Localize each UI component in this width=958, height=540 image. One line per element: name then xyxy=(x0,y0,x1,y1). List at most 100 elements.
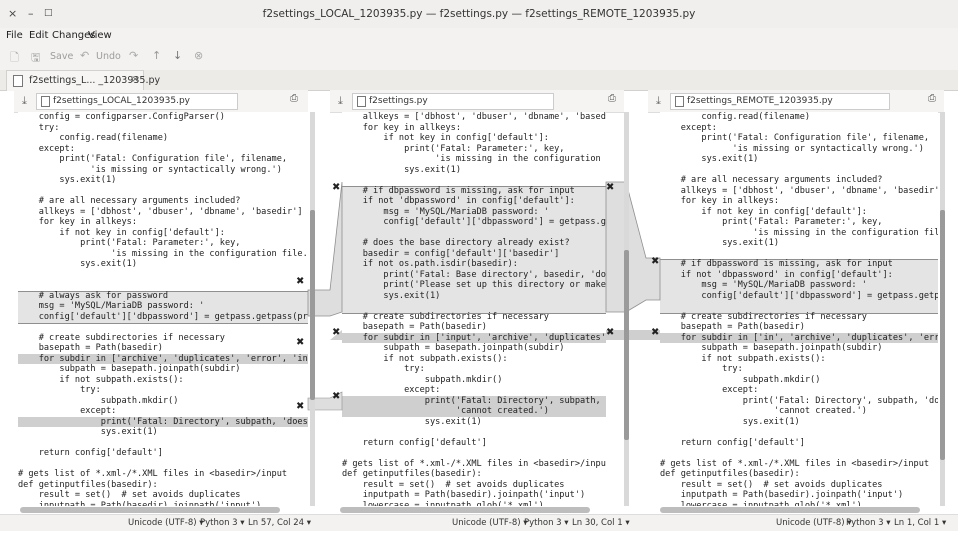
code-line[interactable]: except: xyxy=(660,122,717,133)
code-line[interactable]: if not subpath.exists(): xyxy=(342,353,508,364)
save-file-icon[interactable]: ⎙ xyxy=(608,93,616,104)
save-icon[interactable]: 🖫 xyxy=(31,51,41,64)
cursor-position[interactable]: Ln 1, Col 1 ▾ xyxy=(894,518,947,528)
code-line[interactable]: subpath.mkdir() xyxy=(18,395,179,406)
code-line[interactable]: print('Fatal: Directory', subpath, 'does… xyxy=(18,416,308,427)
cursor-position[interactable]: Ln 57, Col 24 ▾ xyxy=(248,518,312,528)
code-line[interactable]: result = set() # set avoids duplicates xyxy=(660,479,883,490)
encoding-selector[interactable]: Unicode (UTF-8) ▾ xyxy=(452,518,528,528)
code-line[interactable]: if not 'dbpassword' in config['default']… xyxy=(342,196,575,206)
new-comparison-icon[interactable]: 🗋 xyxy=(10,51,19,64)
encoding-selector[interactable]: Unicode (UTF-8) ▾ xyxy=(776,518,852,528)
code-line[interactable]: for key in allkeys: xyxy=(342,122,461,133)
code-line[interactable]: for subdir in ['in', 'archive', 'duplica… xyxy=(680,332,938,343)
code-line[interactable]: sys.exit(1) xyxy=(18,259,137,269)
code-line[interactable]: def getinputfiles(basedir): xyxy=(18,479,158,490)
code-line[interactable]: if not 'dbpassword' in config['default']… xyxy=(660,269,893,280)
code-line[interactable]: for key in allkeys: xyxy=(660,196,779,206)
code-line[interactable]: inputpath = Path(basedir).joinpath('inpu… xyxy=(18,500,262,507)
code-pane-base[interactable]: allkeys = ['dbhost', 'dbuser', 'dbname',… xyxy=(342,112,606,506)
code-line[interactable]: try: xyxy=(18,122,60,133)
code-line[interactable]: 'is missing in the configuration file.') xyxy=(18,248,308,259)
language-selector[interactable]: Python 3 ▾ xyxy=(524,518,569,528)
code-line[interactable]: # are all necessary arguments included? xyxy=(18,196,241,206)
code-line[interactable]: print('Fatal: Configuration file', filen… xyxy=(18,154,288,164)
code-line[interactable]: try: xyxy=(660,364,743,374)
tab-close-icon[interactable]: × xyxy=(131,74,140,85)
save-button[interactable]: Save xyxy=(50,51,74,62)
code-line[interactable]: sys.exit(1) xyxy=(660,238,779,248)
code-line[interactable]: return config['default'] xyxy=(18,448,163,458)
code-line[interactable]: print('Fatal: Configuration file', filen… xyxy=(660,133,930,143)
menu-view[interactable]: View xyxy=(88,30,112,41)
code-line[interactable]: result = set() # set avoids duplicates xyxy=(18,490,241,500)
code-line[interactable]: # create subdirectories if necessary xyxy=(660,311,867,322)
code-line[interactable]: # always ask for password xyxy=(18,290,169,301)
code-line[interactable]: print('Fatal: Parameter:', key, xyxy=(660,217,883,227)
code-line[interactable]: # gets list of *.xml-/*.XML files in <ba… xyxy=(18,469,288,479)
code-line[interactable]: subpath.mkdir() xyxy=(342,374,503,385)
close-window-icon[interactable]: × xyxy=(8,7,18,20)
code-line[interactable]: subpath = basepath.joinpath(subdir) xyxy=(660,343,883,353)
code-line[interactable]: basepath = Path(basedir) xyxy=(18,343,163,353)
code-line[interactable]: for key in allkeys: xyxy=(18,217,137,227)
code-line[interactable]: def getinputfiles(basedir): xyxy=(342,469,482,479)
code-line[interactable]: sys.exit(1) xyxy=(342,164,461,175)
code-line[interactable]: if not os.path.isdir(basedir): xyxy=(342,259,518,269)
code-line[interactable]: result = set() # set avoids duplicates xyxy=(342,479,565,490)
open-file-icon[interactable]: ⤓ xyxy=(338,94,343,107)
scrollbar-thumb[interactable] xyxy=(940,210,945,460)
code-line[interactable]: allkeys = ['dbhost', 'dbuser', 'dbname',… xyxy=(660,185,938,196)
code-line[interactable]: print('Please set up this directory or m… xyxy=(383,280,606,290)
code-line[interactable]: msg = 'MySQL/MariaDB password: ' xyxy=(660,280,867,290)
discard-chunk-icon[interactable]: ✖ xyxy=(332,391,341,402)
code-line[interactable]: sys.exit(1) xyxy=(660,416,800,427)
code-line[interactable]: 'is missing in the configuration file.') xyxy=(660,227,938,238)
hscroll-base[interactable] xyxy=(340,507,590,513)
code-line[interactable]: for subdir in ['input', 'archive', 'dupl… xyxy=(362,332,606,343)
code-line[interactable]: print('Fatal: Base directory', basedir, … xyxy=(383,269,606,280)
code-line[interactable]: 'is missing in the configuration file.') xyxy=(435,154,606,164)
code-line[interactable]: if not key in config['default']: xyxy=(660,206,867,217)
code-line[interactable]: # create subdirectories if necessary xyxy=(18,332,225,343)
code-line[interactable]: # are all necessary arguments included? xyxy=(660,175,883,185)
code-line[interactable]: config.read(filename) xyxy=(660,112,811,122)
code-line[interactable]: config = configparser.ConfigParser() xyxy=(18,112,225,122)
code-line[interactable]: # gets list of *.xml-/*.XML files in <ba… xyxy=(660,458,930,469)
discard-chunk-icon[interactable]: ✖ xyxy=(606,327,615,338)
code-line[interactable]: lowercase = inputpath.glob('*.xml') xyxy=(660,500,862,507)
code-line[interactable]: except: xyxy=(18,143,75,154)
code-line[interactable]: basepath = Path(basedir) xyxy=(660,322,805,332)
code-line[interactable]: try: xyxy=(342,364,425,374)
code-line[interactable]: # does the base directory already exist? xyxy=(342,238,570,248)
save-file-icon[interactable]: ⎙ xyxy=(928,93,936,104)
next-change-icon[interactable]: ↓ xyxy=(173,49,183,62)
code-line[interactable]: msg = 'MySQL/MariaDB password: ' xyxy=(18,301,205,311)
code-line[interactable]: sys.exit(1) xyxy=(18,175,117,185)
open-file-icon[interactable]: ⤓ xyxy=(22,94,27,107)
undo-icon[interactable]: ↶ xyxy=(80,49,90,62)
code-line[interactable]: allkeys = ['dbhost', 'dbuser', 'dbname',… xyxy=(342,112,606,122)
discard-chunk-icon[interactable]: ✖ xyxy=(296,276,305,287)
code-line[interactable]: return config['default'] xyxy=(660,437,805,448)
discard-chunk-icon[interactable]: ✖ xyxy=(296,401,305,412)
code-line[interactable]: if not subpath.exists(): xyxy=(660,353,826,364)
code-line[interactable]: config['default']['dbpassword'] = getpas… xyxy=(18,311,308,322)
encoding-selector[interactable]: Unicode (UTF-8) ▾ xyxy=(128,518,204,528)
code-line[interactable]: sys.exit(1) xyxy=(342,416,482,427)
code-line[interactable]: except: xyxy=(342,385,441,395)
code-line[interactable]: return config['default'] xyxy=(342,437,487,448)
hscroll-local[interactable] xyxy=(20,507,280,513)
code-line[interactable]: msg = 'MySQL/MariaDB password: ' xyxy=(342,206,549,217)
code-line[interactable]: inputpath = Path(basedir).joinpath('inpu… xyxy=(660,490,904,500)
code-line[interactable]: # if dbpassword is missing, ask for inpu… xyxy=(342,185,575,196)
code-pane-local[interactable]: config = configparser.ConfigParser() try… xyxy=(18,112,308,506)
code-line[interactable]: 'cannot created.') xyxy=(342,406,549,416)
language-selector[interactable]: Python 3 ▾ xyxy=(846,518,891,528)
code-line[interactable]: 'cannot created.') xyxy=(660,406,867,416)
maximize-window-icon[interactable]: □ xyxy=(44,8,53,18)
code-line[interactable]: print('Fatal: Directory', subpath, 'does… xyxy=(742,395,938,406)
code-pane-remote[interactable]: config.read(filename) except: print('Fat… xyxy=(660,112,938,506)
code-line[interactable]: basedir = config['default']['basedir'] xyxy=(342,248,560,259)
file-chooser-local[interactable]: f2settings_LOCAL_1203935.py xyxy=(36,93,238,110)
